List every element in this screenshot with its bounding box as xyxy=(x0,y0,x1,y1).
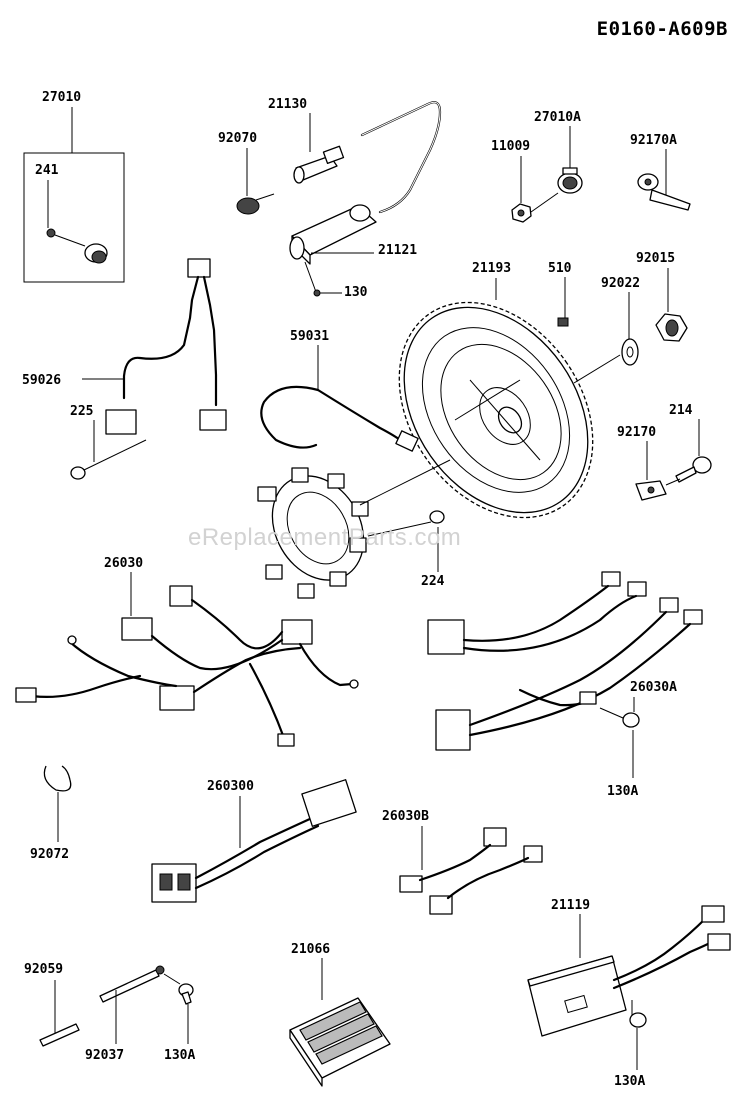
diagram-code: E0160-A609B xyxy=(596,18,728,40)
nut-11009-icon xyxy=(511,203,532,223)
label-92015[interactable]: 92015 xyxy=(636,251,675,266)
label-130[interactable]: 130 xyxy=(344,285,368,300)
label-27010[interactable]: 27010 xyxy=(42,90,81,105)
part-92059-rod xyxy=(39,980,80,1047)
label-92022[interactable]: 92022 xyxy=(601,276,640,291)
label-510[interactable]: 510 xyxy=(548,261,572,276)
label-130A-3[interactable]: 130A xyxy=(614,1074,645,1089)
label-92170[interactable]: 92170 xyxy=(617,425,656,440)
part-92037-rod xyxy=(99,965,181,1044)
label-130A-2[interactable]: 130A xyxy=(164,1048,195,1063)
sensor-switch-icon xyxy=(557,167,583,194)
label-224[interactable]: 224 xyxy=(421,574,445,589)
harness-26030B xyxy=(399,826,543,915)
harness-260300 xyxy=(151,779,357,903)
label-214[interactable]: 214 xyxy=(669,403,693,418)
part-214-bolt xyxy=(675,419,712,483)
label-26030[interactable]: 26030 xyxy=(104,556,143,571)
label-92070[interactable]: 92070 xyxy=(218,131,257,146)
label-225[interactable]: 225 xyxy=(70,404,93,419)
label-21066[interactable]: 21066 xyxy=(291,942,330,957)
label-21119[interactable]: 21119 xyxy=(551,898,590,913)
stator-59031 xyxy=(257,345,451,599)
watermark: eReplacementParts.com xyxy=(188,524,462,551)
part-92170-clamp xyxy=(635,441,681,501)
label-92072[interactable]: 92072 xyxy=(30,847,69,862)
spark-plug-icon xyxy=(236,193,275,215)
part-92022-washer xyxy=(573,292,639,384)
label-59031[interactable]: 59031 xyxy=(290,329,329,344)
label-26030A[interactable]: 26030A xyxy=(630,680,677,695)
part-224-bolt xyxy=(367,510,445,572)
label-92170A[interactable]: 92170A xyxy=(630,133,677,148)
flywheel-21193 xyxy=(398,278,594,519)
label-21193[interactable]: 21193 xyxy=(472,261,511,276)
regulator-21066 xyxy=(289,958,391,1087)
label-26030B[interactable]: 26030B xyxy=(382,809,429,824)
part-130A-bolt-small xyxy=(178,983,194,1044)
label-92037[interactable]: 92037 xyxy=(85,1048,124,1063)
terminal-92170A-icon xyxy=(637,173,691,211)
label-241[interactable]: 241 xyxy=(35,163,59,178)
label-21121[interactable]: 21121 xyxy=(378,243,417,258)
harness-26030A xyxy=(427,571,703,778)
label-92059[interactable]: 92059 xyxy=(24,962,63,977)
part-ignition-coil-group xyxy=(236,101,442,297)
label-27010A[interactable]: 27010A xyxy=(534,110,581,125)
label-260300[interactable]: 260300 xyxy=(207,779,254,794)
label-130A-1[interactable]: 130A xyxy=(607,784,638,799)
part-27010A-group xyxy=(511,126,691,223)
part-510-key xyxy=(557,277,569,327)
part-92015-nut xyxy=(655,268,688,342)
part-92072-clamp xyxy=(43,765,72,842)
oil-pressure-switch-icon xyxy=(84,243,108,264)
part-27010-assembly xyxy=(23,107,125,283)
spark-plug-cap-icon xyxy=(293,145,345,184)
harness-59026 xyxy=(70,258,227,480)
harness-26030 xyxy=(15,572,359,747)
label-11009[interactable]: 11009 xyxy=(491,139,530,154)
label-21130[interactable]: 21130 xyxy=(268,97,307,112)
cdi-unit-21119 xyxy=(527,905,731,1070)
ignition-coil-icon xyxy=(289,204,377,265)
label-59026[interactable]: 59026 xyxy=(22,373,61,388)
